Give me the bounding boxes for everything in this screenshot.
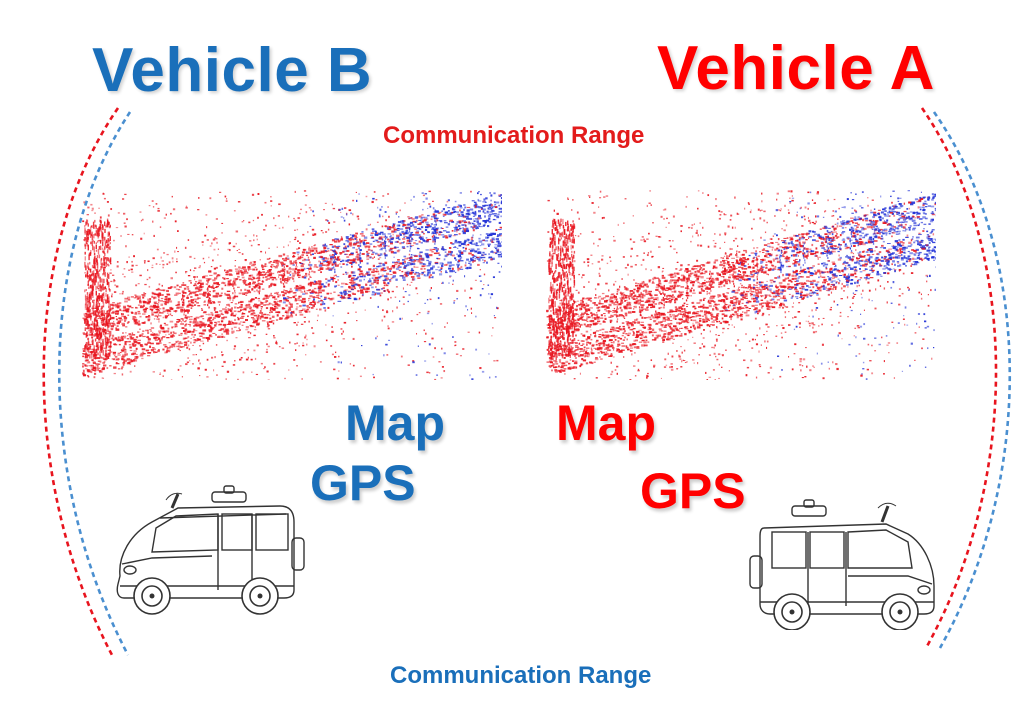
vehicle-b-car-drawing	[116, 485, 305, 615]
vehicle-a-car-drawing	[749, 499, 935, 630]
vehicle-b-point-cloud-map	[82, 190, 502, 380]
communication-range-bottom-label: Communication Range	[390, 662, 652, 689]
vehicle-a-title: Vehicle A	[657, 34, 935, 103]
communication-range-top-label: Communication Range	[383, 122, 645, 149]
vehicle-a-gps-label: GPS	[640, 463, 746, 519]
vehicle-a-point-cloud-map	[546, 190, 936, 380]
vehicle-b-gps-label: GPS	[310, 455, 416, 511]
vehicle-b-title: Vehicle B	[92, 36, 373, 105]
vehicle-b-map-label: Map	[345, 395, 445, 451]
vehicle-a-map-label: Map	[556, 395, 656, 451]
